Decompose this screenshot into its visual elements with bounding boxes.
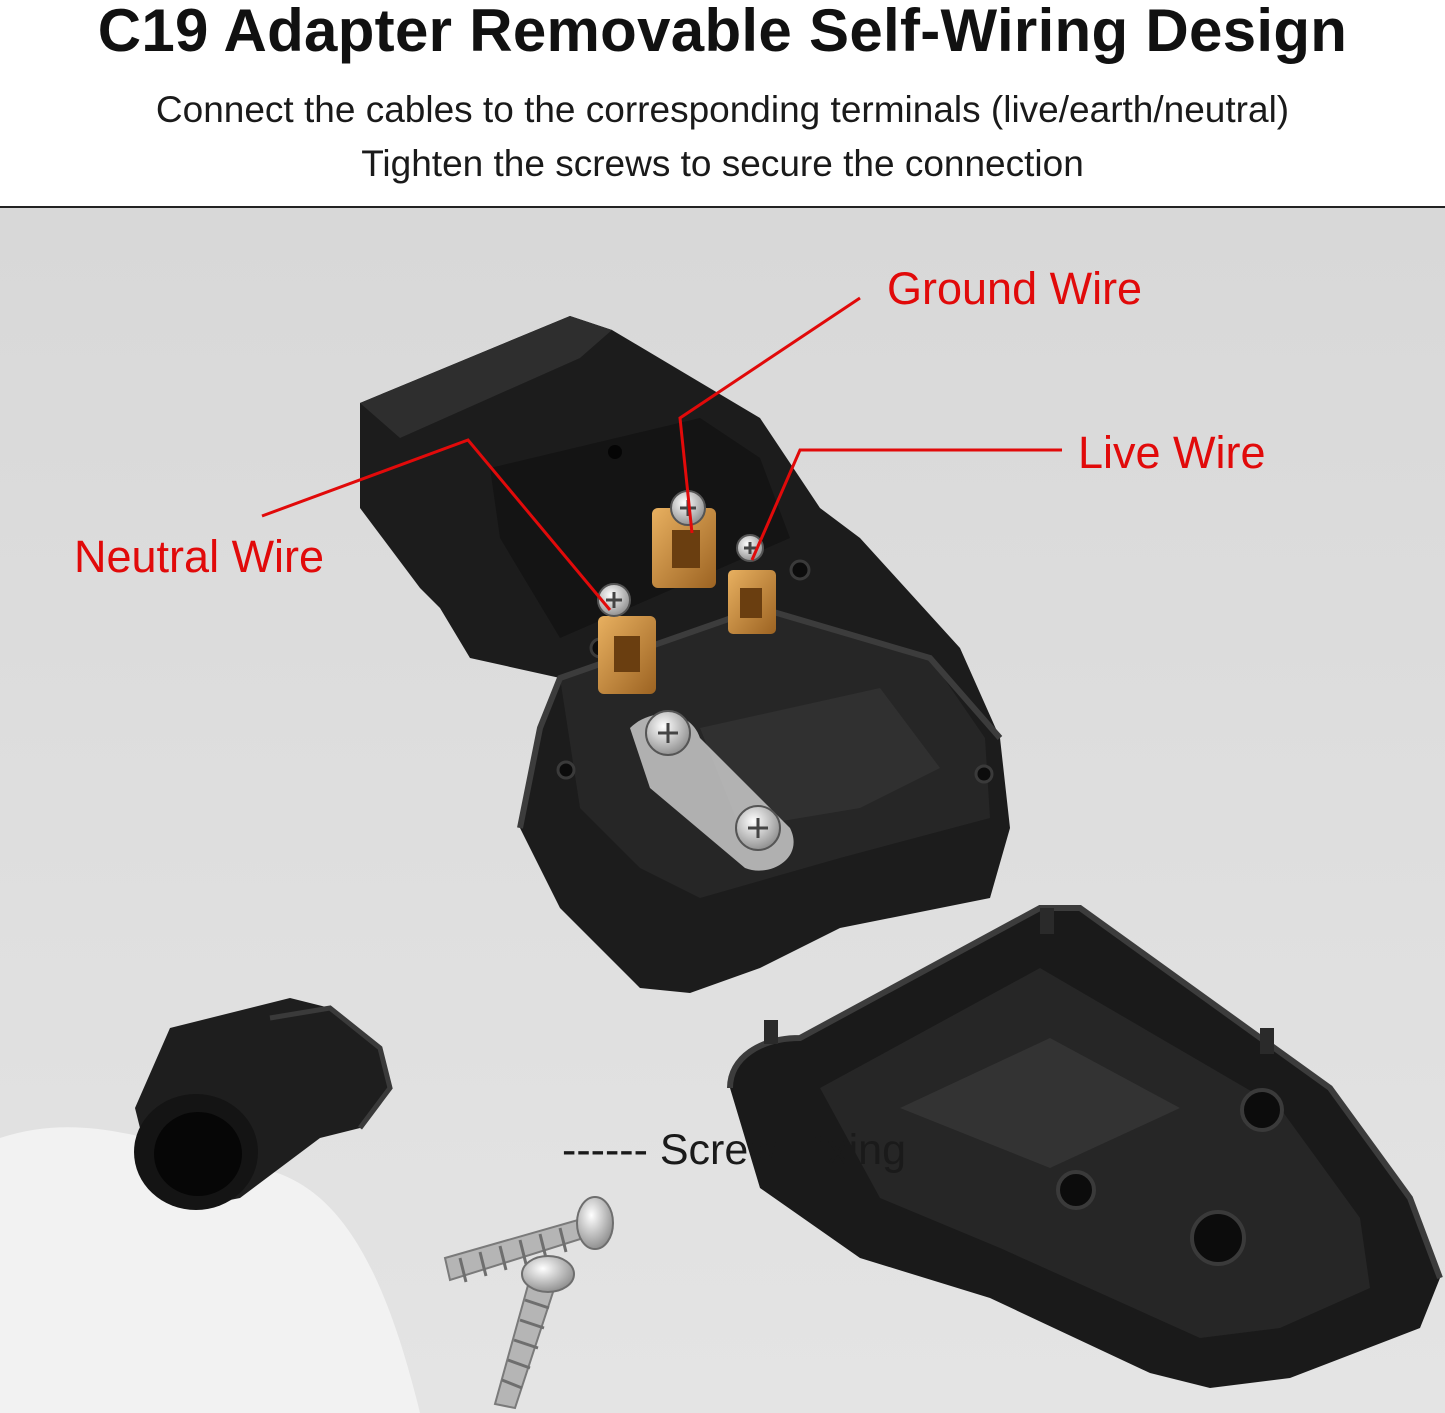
- header-divider: [0, 206, 1445, 208]
- callout-lines: [261, 296, 1062, 611]
- product-illustration: [0, 208, 1445, 1413]
- subtitle-line-1: Connect the cables to the corresponding …: [155, 89, 1290, 130]
- subtitle-line-2: Tighten the screws to secure the connect…: [361, 143, 1084, 184]
- terminal-live: [728, 534, 776, 634]
- cable-clamp: [630, 710, 794, 871]
- callout-line-ground: [678, 296, 861, 534]
- callout-line-live: [750, 448, 1062, 561]
- connector-body: [360, 316, 1010, 993]
- header: C19 Adapter Removable Self-Wiring Design…: [0, 0, 1445, 208]
- terminal-ground: [652, 490, 716, 588]
- callout-neutral-wire: Neutral Wire: [74, 531, 325, 582]
- rubber-grommet: [134, 998, 393, 1210]
- callout-ground-wire: Ground Wire: [887, 263, 1143, 314]
- terminal-neutral: [597, 583, 656, 694]
- screw-2: [493, 1255, 575, 1410]
- connector-cover: [727, 905, 1443, 1388]
- product-photo: Ground Wire Live Wire Neutral Wire -----…: [0, 208, 1445, 1413]
- callout-screw-fixing: ------ Screw Fixing: [562, 1126, 906, 1174]
- page-title: C19 Adapter Removable Self-Wiring Design: [97, 0, 1348, 64]
- screw-1: [443, 1196, 614, 1283]
- callout-live-wire: Live Wire: [1078, 427, 1266, 478]
- light-reflection: [0, 1127, 420, 1413]
- callout-line-neutral: [261, 438, 612, 611]
